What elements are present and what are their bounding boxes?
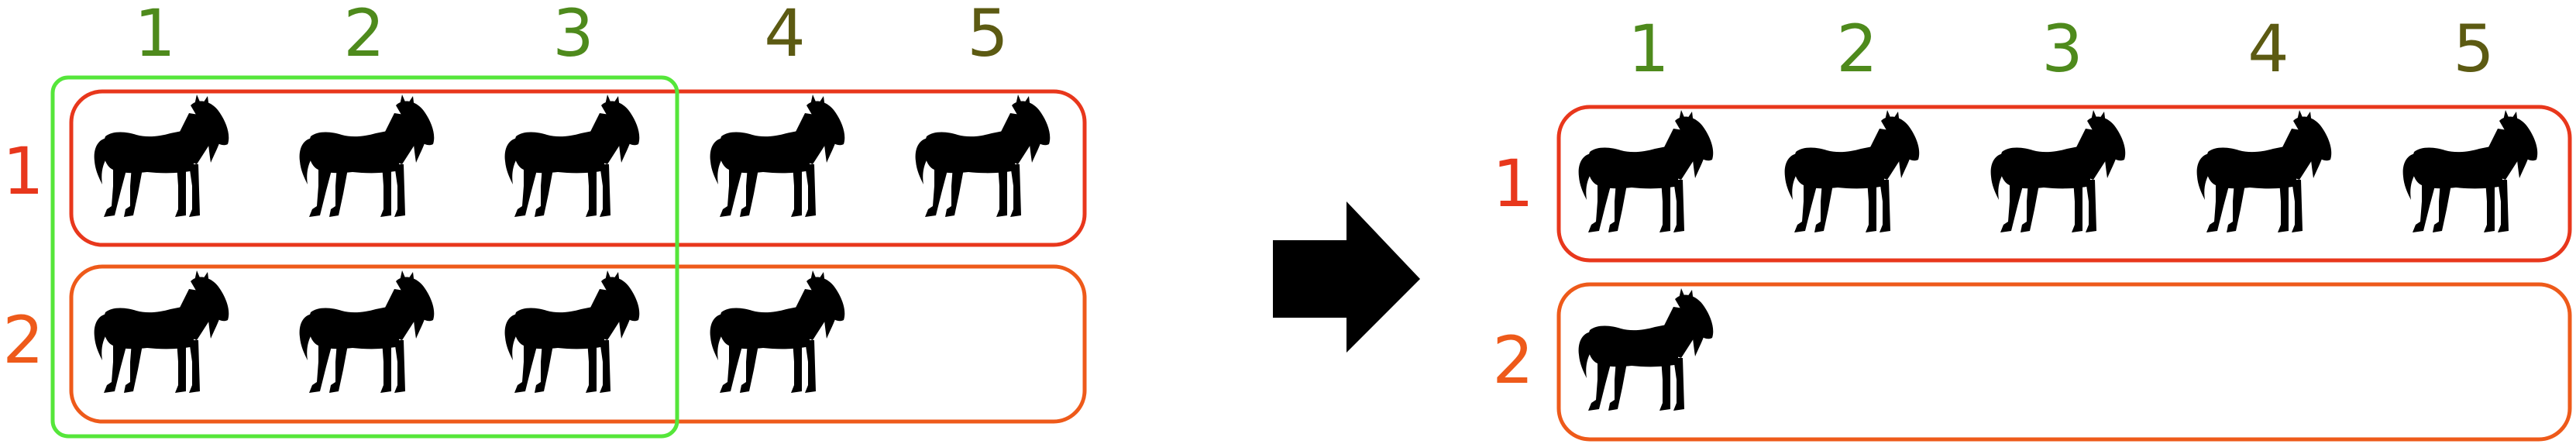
right-col-label-4: 4 (2248, 11, 2289, 87)
right-row-1-horses (1578, 110, 2538, 232)
left-panel: 1 2 3 4 5 1 2 (2, 0, 1087, 439)
right-row-2-horses (1578, 288, 1714, 411)
horse-icon (299, 95, 435, 217)
right-row-label-2: 2 (1492, 322, 1533, 398)
horse-icon (299, 270, 435, 393)
left-row-2-horses (94, 270, 845, 393)
horse-icon (2196, 110, 2332, 232)
right-row-label-1: 1 (1492, 146, 1533, 222)
horse-icon (1990, 110, 2126, 232)
horse-icon (2402, 110, 2538, 232)
horse-icon (710, 95, 845, 217)
horse-icon (94, 270, 229, 393)
left-col-label-3: 3 (552, 0, 593, 71)
right-col-label-3: 3 (2041, 11, 2082, 87)
right-arrow-icon (1273, 201, 1420, 353)
left-col-label-1: 1 (134, 0, 175, 71)
right-col-label-1: 1 (1628, 11, 1669, 87)
left-col-label-2: 2 (343, 0, 384, 71)
left-highlight-box (50, 75, 679, 439)
left-row-1-box (69, 89, 1087, 247)
horse-icon (710, 270, 845, 393)
right-column-labels: 1 2 3 4 5 (1628, 11, 2494, 87)
horse-icon (504, 95, 640, 217)
left-row-2-box (69, 264, 1087, 424)
left-col-label-4: 4 (764, 0, 805, 71)
horse-icon (504, 270, 640, 393)
horse-icon (915, 95, 1051, 217)
right-col-label-5: 5 (2453, 11, 2494, 87)
horse-icon (1784, 110, 1920, 232)
left-row-label-2: 2 (2, 302, 43, 378)
horse-icon (1578, 110, 1714, 232)
right-row-2-box (1556, 282, 2572, 442)
left-row-label-1: 1 (2, 133, 43, 209)
left-row-1-horses (94, 95, 1051, 217)
left-col-label-5: 5 (967, 0, 1008, 71)
horse-icon (1578, 288, 1714, 411)
right-col-label-2: 2 (1836, 11, 1877, 87)
left-column-labels: 1 2 3 4 5 (134, 0, 1008, 71)
horse-icon (94, 95, 229, 217)
right-row-1-box (1556, 105, 2572, 263)
right-panel: 1 2 3 4 5 1 2 (1492, 11, 2572, 442)
